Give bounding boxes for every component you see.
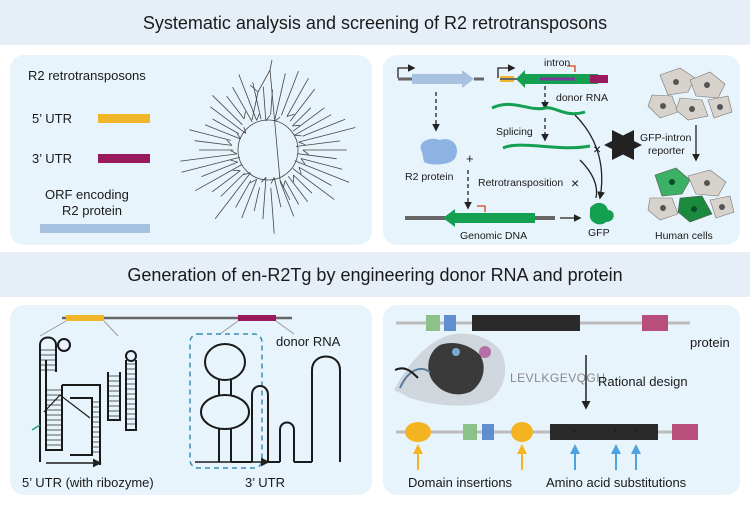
gfp-label: GFP — [588, 227, 610, 239]
utr3-caption: 3’ UTR — [245, 475, 285, 490]
r2-protein-blob — [421, 139, 457, 165]
top-header-title: Systematic analysis and screening of R2 … — [143, 13, 607, 33]
utr3-label: 3’ UTR — [32, 151, 72, 166]
svg-text:*: * — [613, 426, 618, 440]
utr3-bar — [98, 154, 150, 163]
r2-retrotransposons-label: R2 retrotransposons — [28, 68, 146, 83]
reporter-label: reporter — [648, 145, 685, 157]
utr5-caption: 5’ UTR (with ribozyme) — [22, 475, 154, 490]
utr5-label: 5’ UTR — [32, 111, 72, 126]
aa-substitutions-label: Amino acid substitutions — [546, 475, 687, 490]
donor-rna-bl-label: donor RNA — [276, 334, 341, 349]
red-mark-2: × — [571, 175, 579, 191]
genomic-dna-label: Genomic DNA — [460, 230, 527, 242]
protein-label: protein — [690, 335, 730, 350]
orf-label-line2: R2 protein — [62, 203, 122, 218]
svg-text:*: * — [633, 426, 638, 440]
utr5-bar — [98, 114, 150, 123]
gfp-intron-label: GFP-intron — [640, 132, 692, 144]
retrotransposition-label: Retrotransposition — [478, 177, 563, 189]
orf-bar — [40, 224, 150, 233]
rational-design-label: Rational design — [598, 374, 688, 389]
domain-insertions-label: Domain insertions — [408, 475, 513, 490]
red-mark-1: × — [593, 141, 601, 157]
human-cells-label: Human cells — [655, 230, 713, 242]
r2-protein-label: R2 protein — [405, 171, 454, 183]
orf-label-line1: ORF encoding — [45, 187, 129, 202]
middle-header-title: Generation of en-R2Tg by engineering don… — [127, 265, 622, 285]
intron-label: intron — [544, 57, 570, 69]
sequence-text: LEVLKGEVQGH — [510, 371, 606, 385]
svg-text:*: * — [572, 426, 577, 440]
splicing-label: Splicing — [496, 126, 533, 138]
donor-rna-label: donor RNA — [556, 92, 608, 104]
plus-sign: + — [466, 151, 474, 166]
